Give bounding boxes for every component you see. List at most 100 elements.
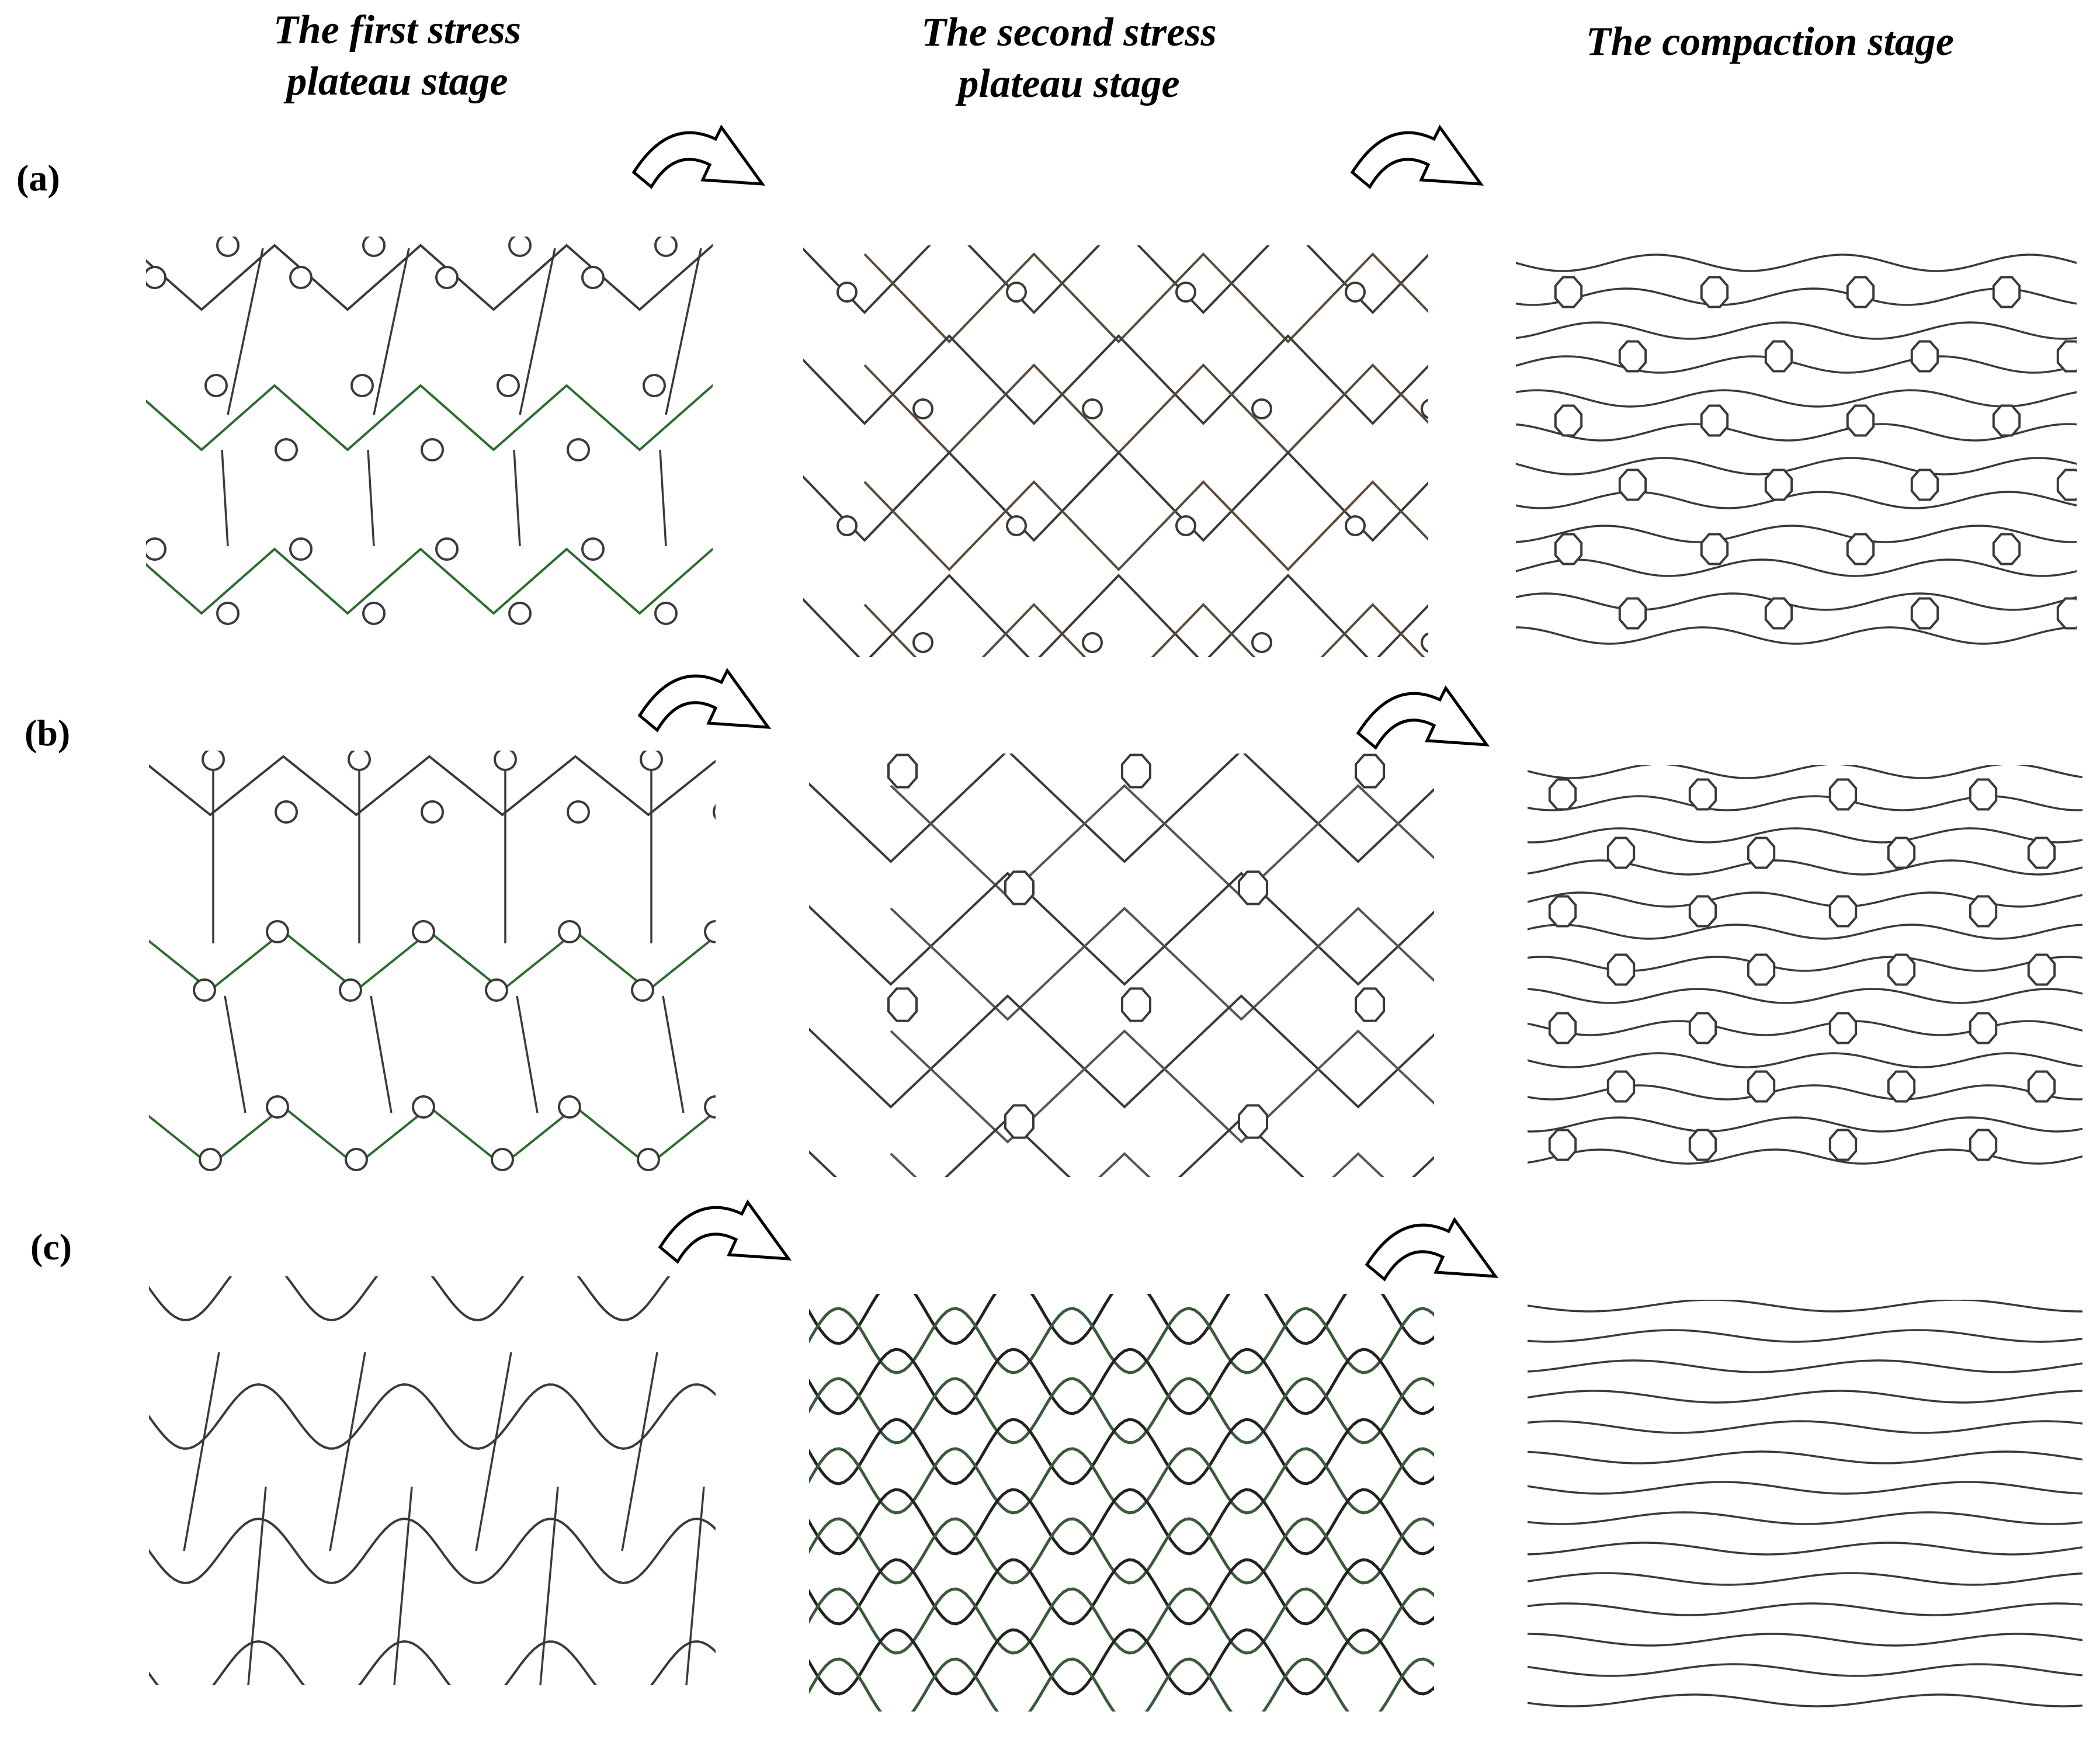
zigzag-layer [809, 1117, 1434, 1177]
joint-node [1688, 895, 1717, 928]
compacted-layer [1528, 891, 2082, 908]
joint-node [567, 800, 590, 824]
joint-node [1828, 1129, 1858, 1161]
stage-title-first-line1: The first stress [273, 8, 521, 53]
sinusoid-layer [809, 1558, 1434, 1626]
joint-node [2056, 468, 2077, 501]
joint-node [1345, 515, 1366, 536]
joint-node [1355, 754, 1385, 789]
arrow-svg [1350, 124, 1484, 189]
joint-node [421, 800, 444, 824]
compacted-layer [1528, 1602, 2082, 1616]
joint-node [1700, 276, 1729, 308]
joint-node [1606, 1070, 1636, 1103]
panel-b-stage2 [809, 754, 1434, 1177]
zigzag-layer [146, 547, 713, 615]
sinusoid-layer [809, 1517, 1434, 1585]
joint-node [1345, 282, 1366, 303]
arrow-svg [1356, 685, 1490, 750]
joint-node [1004, 870, 1035, 905]
stage-title-first-line2: plateau stage [286, 59, 508, 104]
compacted-layer [1516, 423, 2077, 442]
joint-node [1910, 340, 1939, 373]
sinusoid-layer [809, 1628, 1434, 1696]
vertical-strut [221, 449, 229, 547]
compacted-layer [1528, 1329, 2082, 1343]
joint-node [362, 237, 386, 257]
stage-title-second-line1: The second stress [921, 10, 1217, 55]
curved-arrow-right-icon [634, 654, 774, 742]
compacted-layer [1528, 1390, 2082, 1404]
sinusoid-layer [809, 1657, 1434, 1712]
joint-node [146, 537, 166, 561]
joint-node [1355, 987, 1385, 1022]
stage-title-first: The first stress plateau stage [222, 5, 572, 107]
structure-svg [803, 245, 1428, 657]
zigzag-layer [803, 245, 1428, 314]
joint-node [1121, 987, 1151, 1022]
panel-b-stage1 [149, 751, 716, 1177]
joint-node [1251, 398, 1272, 419]
joint-node [1828, 895, 1858, 928]
joint-node [435, 266, 459, 289]
structure-svg [149, 751, 716, 1171]
compacted-layer [1528, 924, 2082, 940]
joint-node [289, 537, 313, 561]
compacted-layer [1528, 1148, 2082, 1165]
zigzag-layer [803, 334, 1428, 425]
joint-node [1969, 778, 1998, 811]
zigzag-layer [803, 451, 1428, 542]
sinusoid-layer [149, 1640, 716, 1685]
compacted-layer [1516, 592, 2077, 611]
joint-node [1747, 836, 1776, 869]
stage-title-second: The second stress plateau stage [865, 7, 1273, 110]
panel-a-stage1 [146, 237, 713, 657]
structure-svg [1528, 765, 2082, 1165]
joint-node [339, 978, 362, 1002]
joint-node [2056, 597, 2077, 630]
inclined-strut [685, 1486, 705, 1685]
joint-node [1764, 340, 1793, 373]
joint-node [1006, 282, 1027, 303]
joint-node [266, 920, 289, 943]
joint-node [362, 602, 386, 625]
inclined-strut [621, 1352, 658, 1551]
joint-node [508, 237, 532, 257]
joint-node [1121, 754, 1151, 789]
joint-node [567, 438, 590, 461]
stage-title-second-line2: plateau stage [958, 61, 1180, 106]
inclined-strut [373, 248, 410, 415]
inclined-strut [227, 248, 264, 415]
joint-node [345, 1148, 368, 1171]
vertical-strut [513, 449, 521, 547]
curved-arrow-right-icon [654, 1186, 794, 1273]
row-label-c: (c) [30, 1226, 72, 1268]
joint-node [1828, 1012, 1858, 1044]
joint-node [912, 632, 933, 653]
compacted-layer [1528, 1359, 2082, 1373]
joint-node [1006, 515, 1027, 536]
joint-node [216, 602, 239, 625]
compacted-layer [1516, 525, 2077, 543]
joint-node [1846, 404, 1875, 437]
joint-node [1887, 953, 1916, 986]
zigzag-layer [890, 784, 1434, 898]
zigzag-layer [890, 1029, 1434, 1144]
zigzag-layer [890, 1152, 1385, 1177]
joint-node [275, 800, 298, 824]
compacted-layer [1516, 321, 2077, 340]
joint-node [912, 398, 933, 419]
arrow-svg [637, 668, 772, 733]
sinusoid-layer [809, 1587, 1434, 1655]
joint-node [1688, 778, 1717, 811]
inclined-strut [516, 995, 539, 1113]
joint-node [643, 374, 666, 397]
sinusoid-layer [809, 1348, 1434, 1415]
joint-node [421, 438, 444, 461]
joint-node [2027, 836, 2056, 869]
sinusoid-layer [149, 1517, 716, 1585]
joint-node [1764, 468, 1793, 501]
compacted-layer [1528, 1542, 2082, 1556]
joint-node [485, 978, 508, 1002]
joint-node [1747, 953, 1776, 986]
